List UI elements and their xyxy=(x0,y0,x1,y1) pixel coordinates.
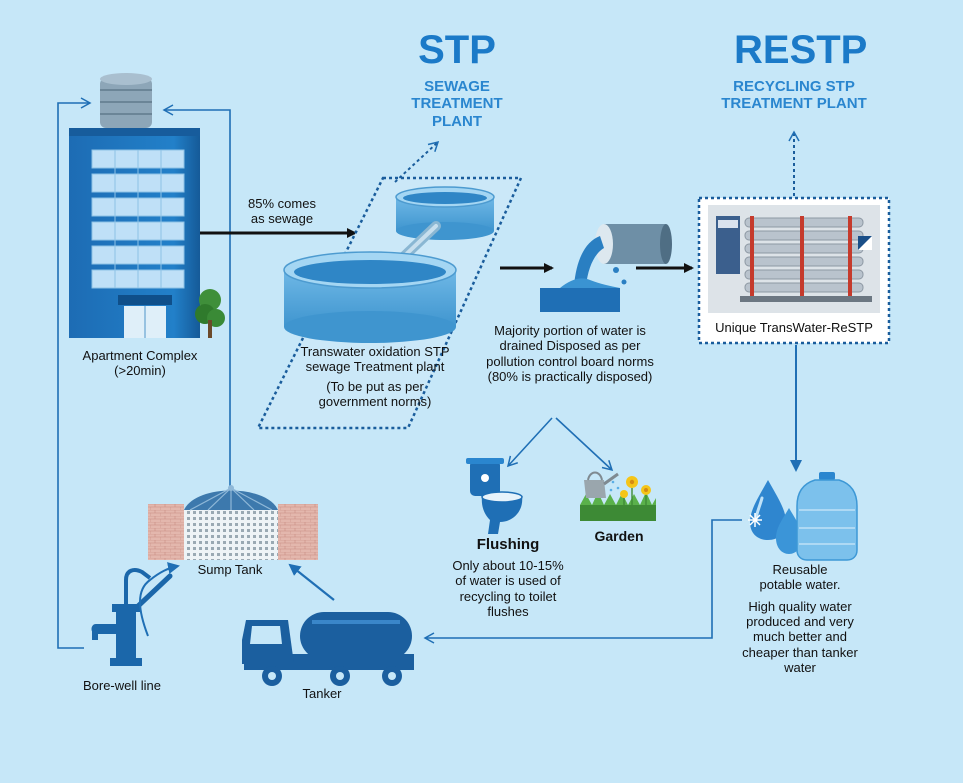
stp-plant-line2: sewage Treatment plant xyxy=(305,359,445,375)
potable-line5: much better and xyxy=(753,629,847,645)
garden-icon xyxy=(580,471,656,521)
potable-line4: produced and very xyxy=(746,613,854,629)
stp-up-arrow xyxy=(394,140,440,183)
stp-subtitle-line3: PLANT xyxy=(432,112,482,130)
toilet-icon xyxy=(466,458,523,534)
restp-unit-panel xyxy=(697,130,891,472)
drain-line2: drained Disposed as per xyxy=(499,338,641,354)
flushing-line1: Only about 10-15% xyxy=(452,558,564,573)
borewell-pipe-loop xyxy=(57,97,231,649)
drain-pour-icon xyxy=(540,224,672,312)
drain-line4: (80% is practically disposed) xyxy=(487,368,653,384)
stp-title: STP xyxy=(418,28,496,72)
restp-subtitle: RECYCLING STP TREATMENT PLANT xyxy=(706,78,882,113)
flushing-line4: flushes xyxy=(487,603,529,619)
apartment-label-line1: Apartment Complex xyxy=(82,348,198,363)
potable-line3: High quality water xyxy=(748,598,852,614)
potable-to-tanker-line xyxy=(423,519,742,644)
borewell-label: Bore-well line xyxy=(82,678,162,693)
potable-line1: Reusable xyxy=(772,562,828,577)
stp-plant-line4: government norms) xyxy=(318,393,432,409)
flushing-line2: of water is used of xyxy=(455,573,561,589)
flushing-label: Only about 10-15% of water is used of re… xyxy=(428,558,588,619)
stp-subtitle: SEWAGE TREATMENT PLANT xyxy=(382,78,532,130)
flushing-title: Flushing xyxy=(476,536,540,553)
restp-unit-caption: Unique TransWater-ReSTP xyxy=(715,320,873,335)
tanker-truck-icon xyxy=(242,612,414,686)
restp-title: RESTP xyxy=(734,28,868,72)
stp-plant-line3: (To be put as per xyxy=(326,378,424,394)
stp-subtitle-line1: SEWAGE xyxy=(424,78,490,95)
stp-plant-label: Transwater oxidation STP sewage Treatmen… xyxy=(280,344,470,409)
stp-subtitle-line2: TREATMENT xyxy=(411,95,503,113)
tanker-to-sump-arrow xyxy=(288,563,335,601)
flushing-line3: recycling to toilet xyxy=(459,588,557,604)
drain-label: Majority portion of water is drained Dis… xyxy=(470,323,670,384)
restp-subtitle-line2: TREATMENT PLANT xyxy=(721,95,867,113)
stp-plant-line1: Transwater oxidation STP xyxy=(300,344,450,359)
garden-title: Garden xyxy=(594,528,644,544)
oxidation-tank-icon xyxy=(283,186,495,343)
pump-to-sump-arrow xyxy=(139,562,180,637)
apartment-label: Apartment Complex (>20min) xyxy=(60,348,220,379)
apartment-label-line2: (>20min) xyxy=(114,363,166,379)
restp-subtitle-line1: RECYCLING STP xyxy=(733,78,855,95)
sewage-flow-line2: as sewage xyxy=(250,211,314,227)
water-bottle-icon xyxy=(796,472,858,561)
apartment-building-icon xyxy=(69,73,225,338)
drain-line1: Majority portion of water is xyxy=(494,323,646,338)
sewage-flow-label: 85% comes as sewage xyxy=(222,196,342,227)
potable-line6: cheaper than tanker xyxy=(742,644,858,660)
potable-line2: potable water. xyxy=(759,577,841,593)
water-drops-icon xyxy=(748,480,802,554)
handpump-icon xyxy=(91,568,173,666)
sewage-flow-line1: 85% comes xyxy=(248,196,316,211)
drain-line3: pollution control board norms xyxy=(486,353,654,369)
potable-line7: water xyxy=(784,659,816,675)
sump-tank-icon xyxy=(148,485,318,560)
tanker-label: Tanker xyxy=(302,686,342,701)
branch-arrows xyxy=(506,417,614,472)
sump-label: Sump Tank xyxy=(197,562,263,577)
potable-label: Reusable potable water. High quality wat… xyxy=(730,562,870,675)
